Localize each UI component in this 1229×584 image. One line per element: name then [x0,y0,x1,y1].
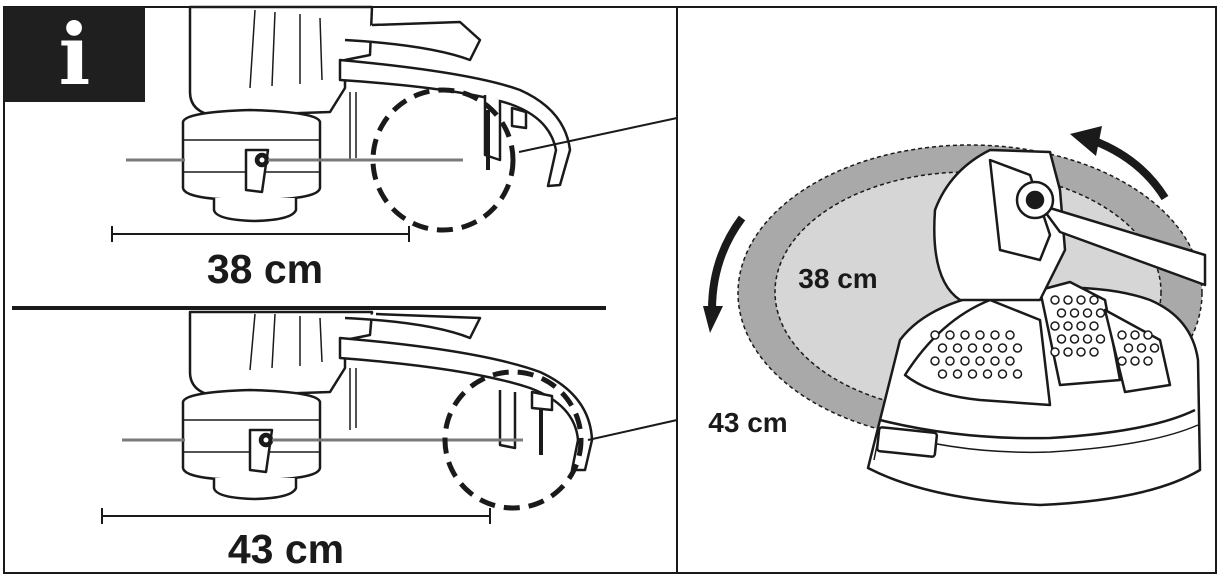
top-callout-line [518,117,678,153]
bottom-measurement-label: 43 cm [228,526,344,572]
inner-diameter-label: 38 cm [798,263,877,294]
info-badge: i [4,7,145,102]
bottom-blade-detail-circle [442,369,584,511]
bottom-callout-line [587,419,678,441]
top-dimension-line [111,226,410,242]
rotation-arrow-left-icon [703,215,746,333]
guard-vent-pattern [930,295,1160,379]
top-trimmer-head-illustration [181,5,572,223]
bottom-trimmer-head-illustration [181,310,594,501]
info-icon: i [58,5,91,104]
top-blade-detail-circle [370,87,516,233]
diagram-frame [3,6,1217,574]
top-measurement-label: 38 cm [207,246,323,292]
rotation-arrow-top-icon [1070,126,1169,201]
bottom-dimension-line [101,508,491,524]
outer-diameter-label: 43 cm [708,407,787,438]
trimmer-guard-illustration [866,148,1207,507]
